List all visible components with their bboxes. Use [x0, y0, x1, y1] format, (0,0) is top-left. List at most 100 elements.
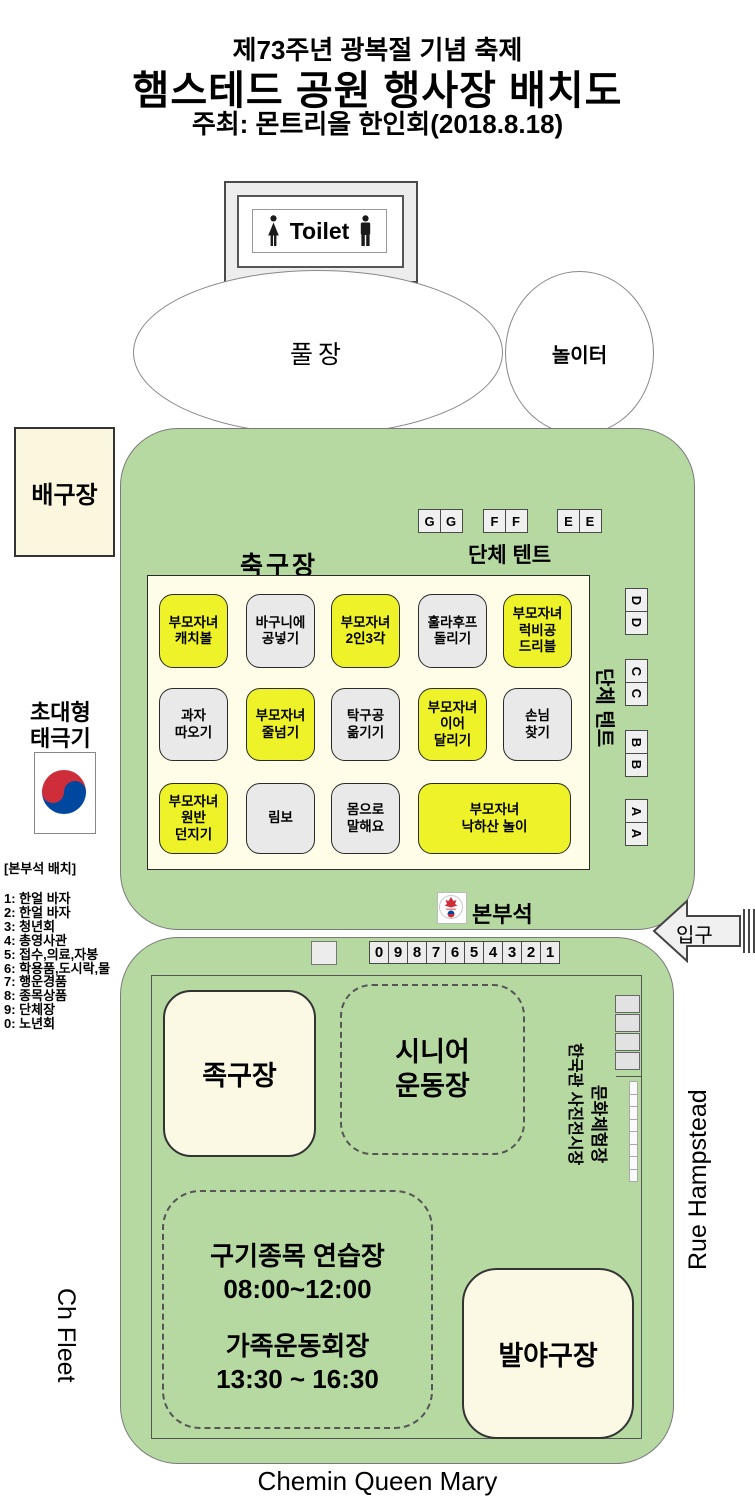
group-tents-right-label: 단체 텐트: [593, 668, 615, 748]
activity-box: 부모자녀 줄넘기: [246, 688, 315, 761]
practice-field: 구기종목 연습장 08:00~12:00 가족운동회장 13:30 ~ 16:3…: [162, 1190, 433, 1429]
tent-box: C: [625, 681, 648, 706]
tent-letter: E: [585, 513, 595, 529]
hq-number-box: 7: [426, 941, 446, 964]
tent-box: E: [578, 509, 602, 533]
practice-field-time2: 13:30 ~ 16:30: [216, 1364, 379, 1394]
jokgu-court: 족구장: [163, 990, 316, 1157]
hq-number-box: 3: [502, 941, 522, 964]
hq-number-box: 2: [521, 941, 541, 964]
activity-box: 과자 따오기: [159, 688, 228, 761]
tent-box: G: [439, 509, 463, 533]
tent-box: G: [418, 509, 441, 533]
tent-letter: C: [628, 666, 644, 676]
hq-number-box: 5: [464, 941, 484, 964]
activity-box: 부모자녀 럭비공 드리블: [503, 594, 572, 668]
hq-list-item: 5: 접수,의료,자봉: [4, 946, 99, 962]
tent-box: B: [625, 730, 648, 754]
activities-grid: 부모자녀 캐치볼 바구니에 공넣기 부모자녀 2인3각 훌라후프 돌리기 부모자…: [147, 575, 590, 870]
tent-letter: D: [628, 617, 644, 628]
korean-flag: [34, 752, 96, 834]
street-ch-fleet: Ch Fleet: [52, 1288, 80, 1383]
playground-label: 놀이터: [551, 344, 608, 367]
tent-letter: C: [628, 688, 644, 699]
tent-box: F: [504, 509, 528, 533]
association-emblem: [437, 892, 467, 924]
playground-area: 놀이터: [505, 271, 654, 435]
pool-area: 풀장: [133, 270, 503, 435]
volleyball-label: 배구장: [31, 481, 98, 509]
hq-number-box: 9: [388, 941, 408, 964]
tent-pair-D: D D: [625, 588, 648, 635]
exhibit-panel: [629, 1131, 638, 1145]
hq-assignment-list: [본부석 배치] 1: 한얼 바자 2: 한얼 바자 3: 청년회 4: 총영사…: [4, 858, 149, 1031]
senior-field-label: 시니어 운동장: [395, 1036, 470, 1101]
page-title: 햄스테드 공원 행사장 배치도: [132, 69, 623, 113]
tent-letter: A: [628, 828, 644, 839]
entrance-label: 입구: [676, 925, 713, 947]
group-tents-top-label: 단체 텐트: [468, 544, 552, 567]
association-emblem-icon: [439, 895, 463, 919]
activity-box: 탁구공 옮기기: [331, 688, 400, 761]
practice-field-time1: 08:00~12:00: [223, 1274, 372, 1304]
culture-booth-box: [615, 1052, 640, 1070]
hq-list-item: 9: 단체장: [4, 1002, 56, 1018]
exhibit-panel: [629, 1106, 638, 1120]
tent-letter: E: [564, 513, 573, 529]
tent-letter: D: [628, 595, 644, 605]
hq-list-item: 1: 한얼 바자: [4, 891, 71, 906]
tent-letter: F: [490, 513, 499, 529]
exhibit-panel: [629, 1143, 638, 1157]
hq-list-item: 8: 종목상품: [4, 988, 68, 1004]
hq-label: 본부석: [472, 902, 533, 927]
culture-zone-label: 문화체험장: [589, 1085, 608, 1164]
toilet-building: Toilet: [224, 181, 418, 283]
hq-number-box: 8: [407, 941, 427, 964]
senior-field: 시니어 운동장: [340, 984, 525, 1155]
activity-box: 바구니에 공넣기: [246, 594, 315, 668]
activity-box: 훌라후프 돌리기: [418, 594, 487, 668]
activity-box: 부모자녀 이어 달리기: [418, 688, 487, 761]
hq-number-box: 1: [540, 941, 560, 964]
hq-empty-box: [311, 941, 337, 965]
tent-box: E: [557, 509, 580, 533]
photo-exhibit-label: 한국관 사진전시장: [566, 1043, 583, 1166]
tent-letter: G: [445, 513, 457, 529]
tent-pair-G: G G: [418, 509, 463, 533]
hq-list-item: 2: 한얼 바자: [4, 904, 71, 920]
hq-number-box: 0: [369, 941, 389, 964]
activity-box: 림보: [246, 783, 315, 854]
pool-label: 풀장: [289, 340, 346, 369]
exhibit-panel: [629, 1093, 638, 1107]
female-icon: [267, 215, 279, 246]
exhibit-panel: [629, 1156, 638, 1170]
festival-subtitle: 제73주년 광복절 기념 축제: [232, 35, 523, 65]
tent-box: D: [625, 610, 648, 635]
activity-box: 손님 찾기: [503, 688, 572, 761]
culture-booth-box: [615, 995, 640, 1013]
culture-booth-boxes: [615, 995, 640, 1070]
activity-box: 부모자녀 낙하산 놀이: [418, 783, 571, 854]
tent-pair-B: B B: [625, 730, 648, 777]
giant-flag-label: 초대형 태극기: [30, 700, 91, 752]
hq-list-item: 0: 노년회: [4, 1016, 56, 1032]
exhibit-panel: [629, 1168, 638, 1182]
tent-box: D: [625, 588, 648, 612]
tent-letter: F: [512, 513, 520, 529]
tent-letter: B: [628, 759, 644, 770]
tent-pair-E: E E: [557, 509, 602, 533]
entrance-arrow: [652, 898, 755, 964]
tent-letter: G: [424, 513, 435, 529]
taegeuk-icon: [42, 770, 86, 814]
exhibit-panel: [629, 1118, 638, 1132]
hq-number-boxes: 0 9 8 7 6 5 4 3 2 1: [369, 941, 560, 964]
hq-list-title: [본부석 배치]: [4, 861, 77, 876]
activity-box: 몸으로 말해요: [331, 783, 400, 854]
hq-list-item: 7: 행운경품: [4, 974, 68, 990]
culture-booth-box: [615, 1014, 640, 1032]
exhibit-panel-strip: [629, 1081, 638, 1182]
hq-number-box: 6: [445, 941, 465, 964]
practice-field-line2: 가족운동회장: [225, 1331, 370, 1361]
jokgu-label: 족구장: [202, 1061, 277, 1091]
